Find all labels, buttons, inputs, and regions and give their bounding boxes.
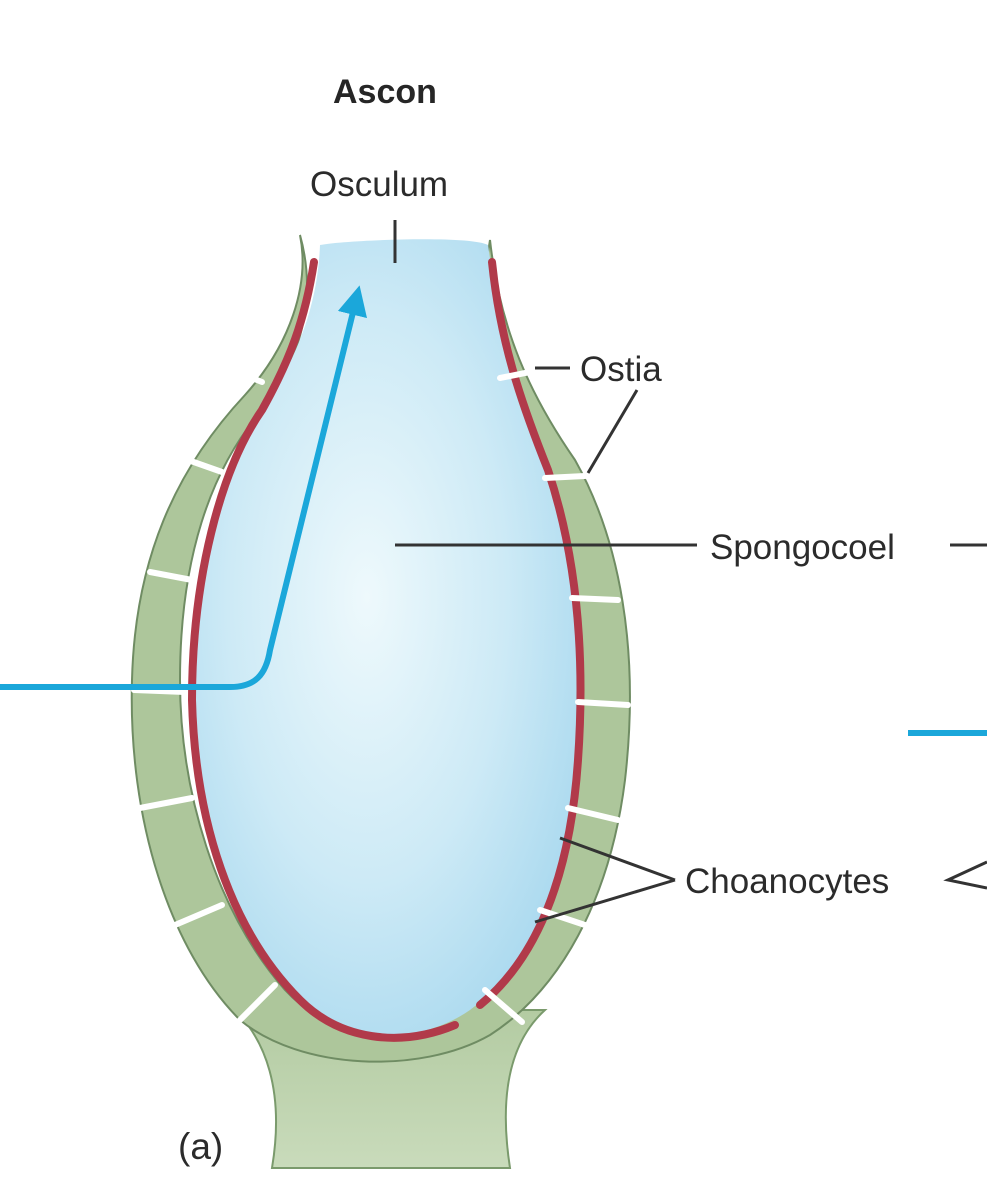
choanocytes-leader [534,836,676,924]
ostia-leader [535,366,639,474]
diagram-title: Ascon [333,73,437,111]
osculum-label: Osculum [310,165,449,204]
choanocyte-lining-left [187,258,459,1042]
ostia-label: Ostia [580,350,662,389]
sponge-body-wall [130,234,631,1063]
spongocoel-cavity [191,239,581,1036]
spongocoel-label: Spongocoel [710,528,895,567]
leader-lines [393,220,987,924]
choanocytes-leader-partial [943,860,987,890]
panel-label: (a) [178,1126,224,1167]
cell-boundaries [131,367,631,1025]
choanocytes-label: Choanocytes [685,862,890,901]
water-flow-arrow [0,285,367,690]
